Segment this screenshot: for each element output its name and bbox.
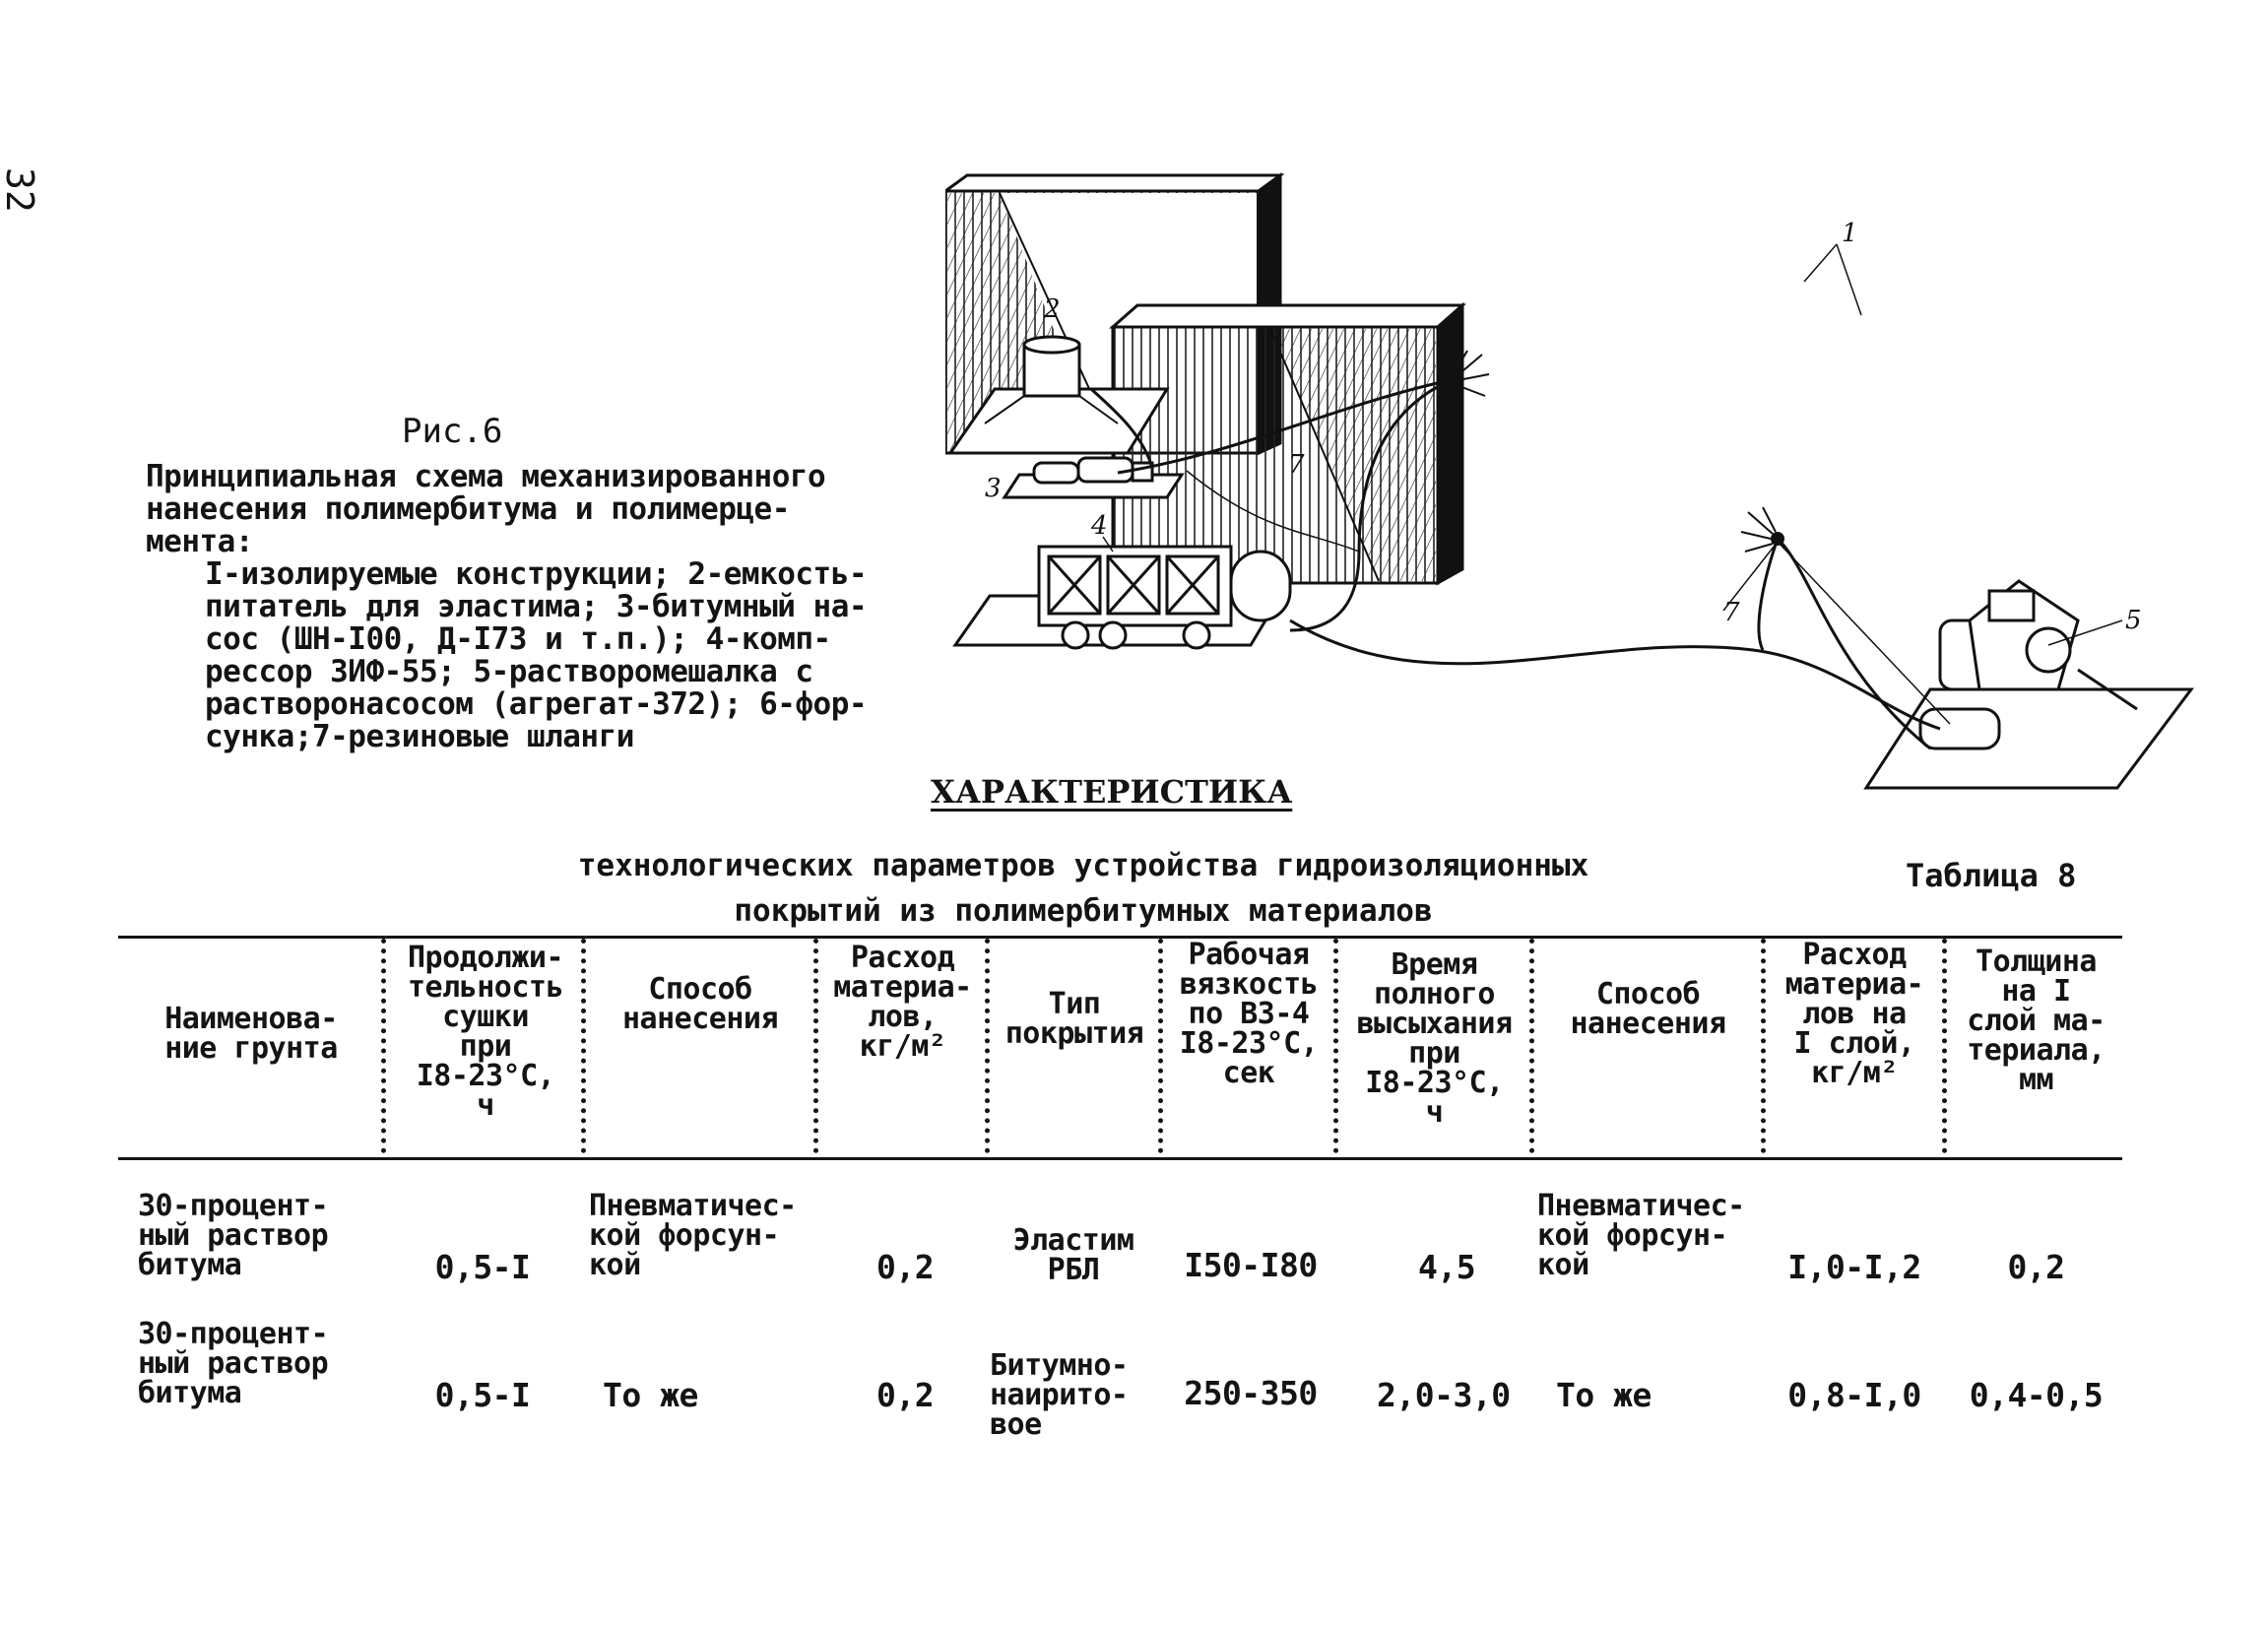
cell-application-method-2: Пневматичес- кой форсун- кой (1537, 1189, 1745, 1282)
cell-material-consumption: 0,2 (876, 1248, 935, 1286)
header-working-viscosity: Рабочая вязкость по ВЗ-4 I8-23°С, сек (1179, 938, 1319, 1090)
callout-1: 1 (1842, 219, 1858, 248)
column-separator (1333, 939, 1338, 1153)
header-application-method-2: Способ нанесения (1570, 977, 1726, 1041)
cell-working-viscosity: 250-350 (1184, 1374, 1318, 1412)
cell-application-method: То же (603, 1376, 698, 1414)
column-separator (813, 939, 818, 1153)
cell-material-consumption: 0,2 (876, 1376, 935, 1414)
bitumen-pump (1002, 456, 1185, 499)
table-label: Таблица 8 (1906, 857, 2077, 894)
header-application-method: Способ нанесения (621, 972, 779, 1036)
rubber-hoses (1089, 378, 1951, 750)
figure-description: Принципиальная схема механизированного н… (146, 459, 826, 559)
table-top-rule (118, 936, 2122, 939)
header-drying-time: Продолжи- тельность сушки при I8-23°С, ч (407, 941, 564, 1123)
spray-nozzles (1444, 350, 1784, 553)
cell-application-method-2: То же (1556, 1376, 1652, 1414)
mortar-mixer-pump (1863, 579, 2194, 790)
callout-7b: 7 (1723, 598, 1740, 627)
header-layer-thickness: Толщина на I слой ма- териала, мм (1967, 944, 2106, 1097)
cell-consumption-per-layer: I,0-I,2 (1787, 1248, 1921, 1286)
column-separator (1158, 939, 1163, 1153)
compressor (952, 545, 1292, 650)
figure-title: Рис.6 (402, 412, 503, 451)
header-full-drying-time: Время полного высыхания при I8-23°С, ч (1356, 947, 1513, 1130)
mechanized-application-schematic: 1 2 3 4 5 6 7 7 (945, 172, 2194, 790)
callout-7a: 7 (1288, 450, 1305, 480)
column-separator (581, 939, 586, 1153)
column-separator (985, 939, 990, 1153)
cell-layer-thickness: 0,2 (2007, 1248, 2065, 1286)
cell-application-method: Пневматичес- кой форсун- кой (589, 1189, 797, 1282)
callout-3: 3 (985, 474, 1002, 503)
cell-drying-time: 0,5-I (434, 1248, 531, 1286)
callout-2: 2 (1043, 294, 1061, 324)
table-heading: ХАРАКТЕРИСТИКА (931, 773, 1293, 811)
cell-coating-type: Битумно- наирито- вое (990, 1348, 1129, 1442)
cell-layer-thickness: 0,4-0,5 (1969, 1376, 2104, 1414)
column-separator (1942, 939, 1947, 1153)
table-subtitle: технологических параметров устройства ги… (577, 848, 1589, 929)
callout-6: 6 (1443, 470, 1459, 499)
figure-legend: I-изолируемые конструкции; 2-емкость- пи… (205, 556, 868, 754)
cell-drying-time: 0,5-I (434, 1376, 531, 1414)
figure-caption: Рис.6 Принципиальная схема механизирован… (146, 412, 973, 753)
table-header-rule (118, 1157, 2122, 1160)
cell-coating-type: Эластим РБЛ (1012, 1223, 1134, 1287)
callout-5: 5 (2125, 606, 2142, 635)
header-coating-type: Тип покрытия (1004, 987, 1144, 1051)
elastim-feeder-tank (947, 335, 1170, 455)
insulated-structure-front (1109, 301, 1466, 586)
header-material-consumption: Расход материа- лов, кг/м² (833, 941, 972, 1064)
header-soil-name: Наименова- ние грунта (164, 1002, 338, 1066)
cell-consumption-per-layer: 0,8-I,0 (1787, 1376, 1921, 1414)
cell-full-drying-time: 4,5 (1418, 1248, 1476, 1286)
column-separator (1761, 939, 1766, 1153)
cell-full-drying-time: 2,0-3,0 (1377, 1376, 1511, 1414)
cell-soil-name: 30-процент- ный раствор битума (138, 1317, 329, 1410)
cell-working-viscosity: I50-I80 (1184, 1246, 1318, 1284)
page-number: 32 (0, 167, 41, 213)
callout-4: 4 (1090, 511, 1108, 541)
cell-soil-name: 30-процент- ный раствор битума (138, 1189, 329, 1282)
column-separator (1529, 939, 1534, 1153)
header-consumption-per-layer: Расход материа- лов на I слой, кг/м² (1784, 938, 1924, 1090)
column-separator (381, 939, 386, 1153)
